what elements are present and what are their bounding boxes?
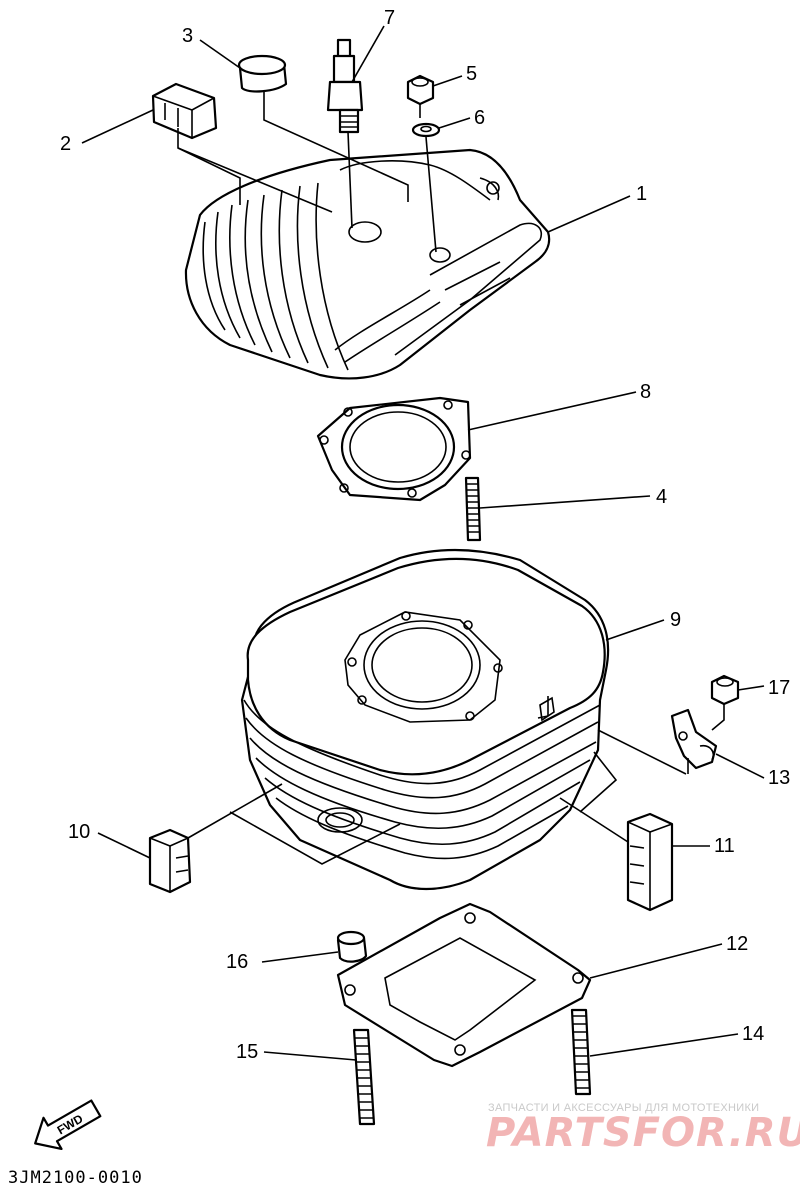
base-gasket xyxy=(336,902,592,1068)
callout-13: 13 xyxy=(768,767,790,789)
callout-1: 1 xyxy=(636,183,647,205)
callout-5: 5 xyxy=(466,63,477,85)
nut-right xyxy=(710,674,740,706)
callout-4: 4 xyxy=(656,486,667,508)
leader-lines xyxy=(81,25,765,1061)
fwd-arrow-icon: FWD xyxy=(34,1099,102,1151)
spark-plug xyxy=(326,38,364,134)
stud-right xyxy=(570,1008,592,1096)
damper-right xyxy=(626,812,674,912)
callout-2: 2 xyxy=(60,133,71,155)
callout-7: 7 xyxy=(384,7,395,29)
stud-upper xyxy=(464,476,482,542)
callout-14: 14 xyxy=(742,1023,764,1045)
watermark-tagline: ЗАПЧАСТИ И АКСЕССУАРЫ ДЛЯ МОТОТЕХНИКИ xyxy=(488,1102,760,1114)
callout-3: 3 xyxy=(182,25,193,47)
plug-cap xyxy=(237,54,288,93)
dowel-pin xyxy=(336,930,368,963)
cylinder-block xyxy=(240,548,610,891)
diagram-code: 3JM2100-0010 xyxy=(8,1168,143,1188)
callout-15: 15 xyxy=(236,1041,258,1063)
callout-9: 9 xyxy=(670,609,681,631)
callout-6: 6 xyxy=(474,107,485,129)
callout-10: 10 xyxy=(68,821,90,843)
callout-12: 12 xyxy=(726,933,748,955)
washer xyxy=(411,122,441,138)
callout-17: 17 xyxy=(768,677,790,699)
damper-left xyxy=(148,828,192,894)
callout-11: 11 xyxy=(714,835,735,857)
cylinder-head xyxy=(184,148,551,380)
head-gasket xyxy=(316,396,472,502)
callout-16: 16 xyxy=(226,951,248,973)
stud-left xyxy=(352,1028,376,1126)
nut-upper xyxy=(406,74,435,106)
bracket xyxy=(670,708,718,770)
watermark-logo: PARTSFOR.RU xyxy=(486,1110,800,1156)
callout-8: 8 xyxy=(640,381,651,403)
callout-numbers: 1 2 3 4 5 6 7 8 9 10 11 12 13 14 15 16 1… xyxy=(60,7,790,1063)
damper-upper xyxy=(151,82,218,140)
